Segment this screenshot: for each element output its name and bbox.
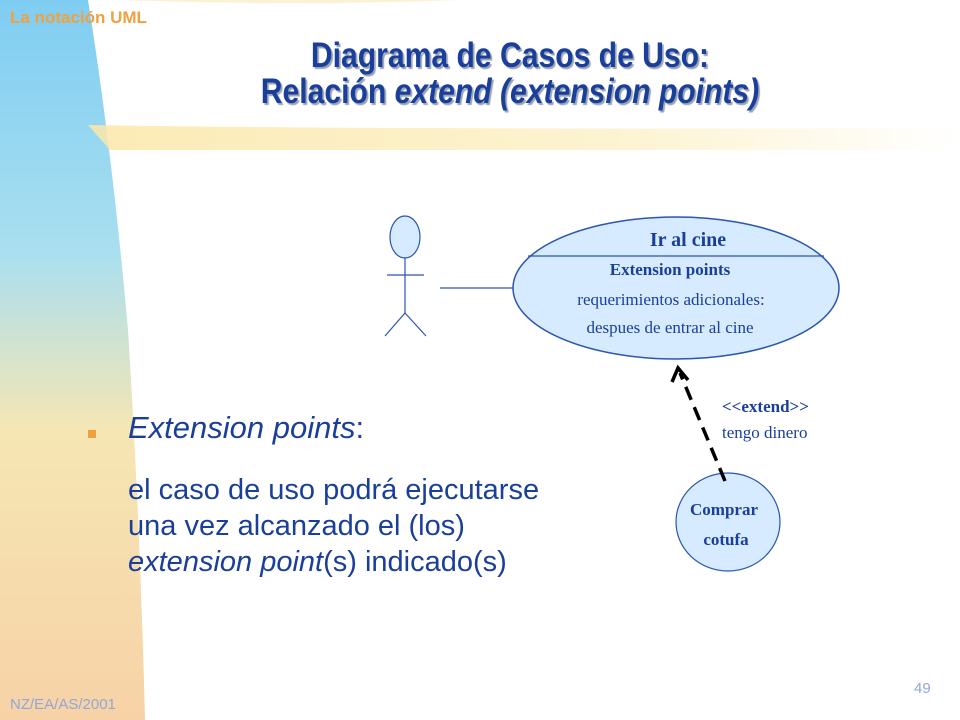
bullet-body-text-1: el caso de uso podrá ejecutarse una vez … xyxy=(128,474,540,542)
title-line-1: Diagrama de Casos de Uso: xyxy=(310,36,710,75)
title-line-2: Relación extend (extension points) xyxy=(183,74,837,110)
extend-condition: tengo dinero xyxy=(722,423,807,442)
actor-icon xyxy=(384,215,427,337)
slide-title: Diagrama de Casos de Uso: Relación exten… xyxy=(183,38,837,110)
use-case-name: Ir al cine xyxy=(650,229,726,251)
extension-points-label: Extension points xyxy=(610,260,731,279)
bullet-body-italic: extension point xyxy=(128,546,324,578)
bullet-body: el caso de uso podrá ejecutarse una vez … xyxy=(128,472,588,580)
bullet-body-text-2: (s) indicado(s) xyxy=(323,546,507,578)
bullet-heading-italic: Extension points xyxy=(128,410,356,445)
bullet-heading: Extension points: xyxy=(128,410,364,446)
section-header: La notación UML xyxy=(10,8,147,27)
title-line-2-italic: extend (extension points) xyxy=(394,72,760,111)
extend-arrowhead-icon xyxy=(670,364,690,383)
use-case-comprar-cotufa xyxy=(675,472,781,572)
bullet-heading-colon: : xyxy=(355,410,365,445)
footer-credit: NZ/EA/AS/2001 xyxy=(10,696,116,713)
extension-point-line-2: despues de entrar al cine xyxy=(586,318,753,337)
use-case-comprar-line-2: cotufa xyxy=(703,530,749,549)
bullet-marker xyxy=(88,430,96,438)
extend-stereotype: <<extend>> xyxy=(722,397,809,416)
use-case-ir-al-cine xyxy=(512,216,840,360)
use-case-comprar-line-1: Comprar xyxy=(690,500,758,519)
extension-point-line-1: requerimientos adicionales: xyxy=(577,290,764,309)
page-number: 49 xyxy=(914,680,931,697)
extend-dashed-arrow xyxy=(678,372,727,482)
title-line-2-prefix: Relación xyxy=(260,72,395,111)
